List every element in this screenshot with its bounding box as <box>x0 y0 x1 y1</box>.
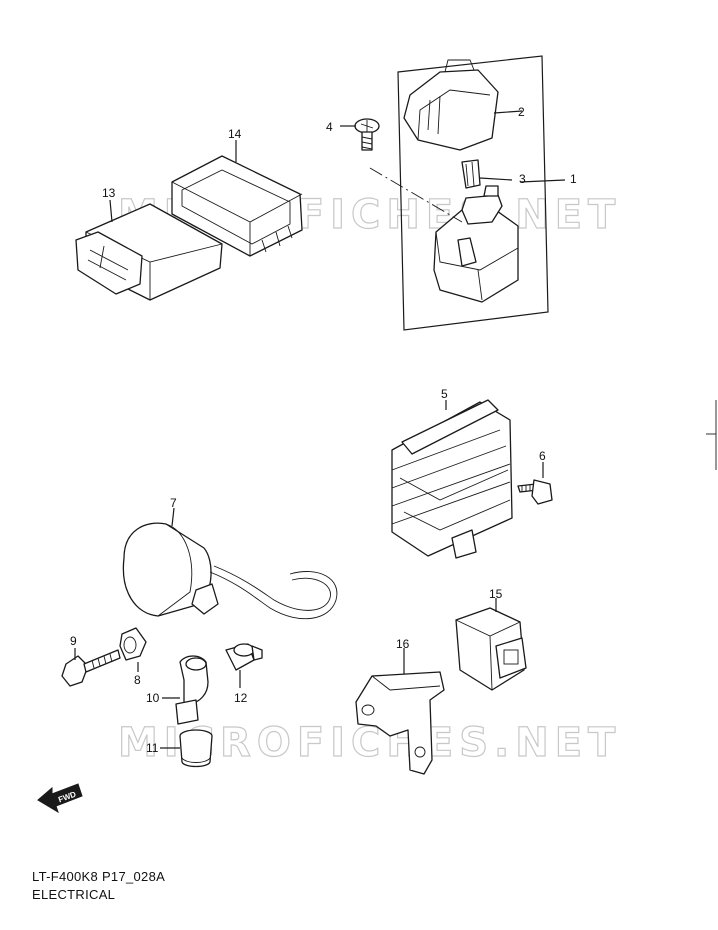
spark-plug-cap[interactable] <box>175 655 209 725</box>
callout-12: 12 <box>234 691 248 705</box>
section-title: ELECTRICAL <box>32 887 116 902</box>
spacer-8[interactable] <box>119 627 147 661</box>
callout-16: 16 <box>396 637 410 651</box>
assembly-frame <box>397 55 549 331</box>
resistor-cap[interactable] <box>225 643 263 671</box>
callout-3: 3 <box>519 172 526 186</box>
callout-1: 1 <box>570 172 577 186</box>
bolt-6[interactable] <box>517 479 553 505</box>
relay-cover[interactable] <box>403 69 499 151</box>
fwd-arrow-icon: FWD <box>37 783 83 814</box>
callout-5: 5 <box>441 387 448 401</box>
diagram-code: LT-F400K8 P17_028A <box>32 869 166 884</box>
callout-2: 2 <box>518 105 525 119</box>
starter-relay-assembly[interactable] <box>397 55 549 331</box>
callout-8: 8 <box>134 673 141 687</box>
fuse[interactable] <box>461 159 481 189</box>
callout-13: 13 <box>102 186 116 200</box>
bracket-16[interactable] <box>355 671 445 775</box>
callout-10: 10 <box>146 691 160 705</box>
screw-4[interactable] <box>354 118 380 151</box>
rubber-boot[interactable] <box>179 729 213 768</box>
callout-4: 4 <box>326 120 333 134</box>
ecm-unit[interactable] <box>75 203 223 301</box>
bolt-9[interactable] <box>61 649 121 687</box>
connector-15[interactable] <box>455 607 527 691</box>
regulator-rectifier[interactable] <box>391 399 513 559</box>
callout-14: 14 <box>228 127 242 141</box>
callout-9: 9 <box>70 634 77 648</box>
callout-11: 11 <box>146 741 159 755</box>
callout-15: 15 <box>489 587 503 601</box>
callout-7: 7 <box>170 496 177 510</box>
ecm-cover[interactable] <box>171 155 303 257</box>
callout-6: 6 <box>539 449 546 463</box>
ignition-coil[interactable] <box>122 522 338 620</box>
